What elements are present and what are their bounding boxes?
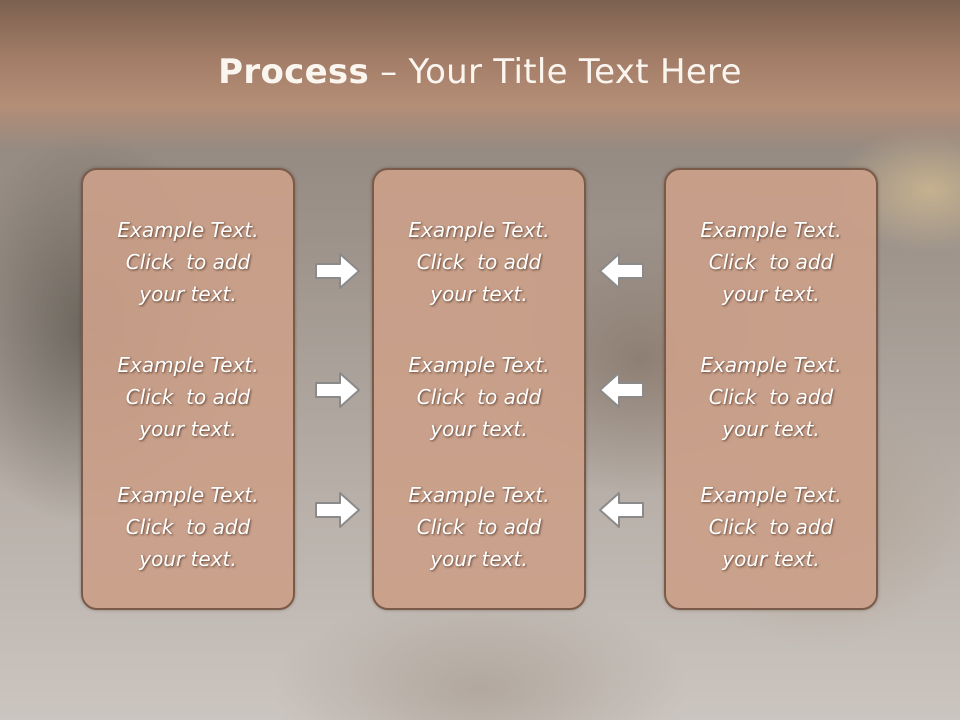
text-line: Click to add xyxy=(708,515,834,539)
text-placeholder[interactable]: Example Text. Click to add your text. xyxy=(83,214,293,310)
title-rest: – Your Title Text Here xyxy=(369,52,742,92)
text-line: Click to add xyxy=(416,515,542,539)
text-line: your text. xyxy=(430,417,528,441)
text-placeholder[interactable]: Example Text. Click to add your text. xyxy=(666,349,876,445)
text-placeholder[interactable]: Example Text. Click to add your text. xyxy=(374,479,584,575)
arrow-right-icon[interactable] xyxy=(314,370,362,410)
process-box-left[interactable]: Example Text. Click to add your text. Ex… xyxy=(81,168,295,610)
text-line: Click to add xyxy=(416,250,542,274)
text-line: Example Text. xyxy=(117,218,259,242)
arrow-right-icon[interactable] xyxy=(314,251,362,291)
text-line: Example Text. xyxy=(117,483,259,507)
text-line: Click to add xyxy=(125,515,251,539)
text-line: your text. xyxy=(430,547,528,571)
text-line: Example Text. xyxy=(700,483,842,507)
text-placeholder[interactable]: Example Text. Click to add your text. xyxy=(374,214,584,310)
text-placeholder[interactable]: Example Text. Click to add your text. xyxy=(666,214,876,310)
arrow-right-icon[interactable] xyxy=(314,490,362,530)
text-line: your text. xyxy=(722,547,820,571)
title-band xyxy=(0,0,960,150)
slide-title[interactable]: Process – Your Title Text Here xyxy=(0,52,960,92)
text-placeholder[interactable]: Example Text. Click to add your text. xyxy=(666,479,876,575)
process-box-right[interactable]: Example Text. Click to add your text. Ex… xyxy=(664,168,878,610)
arrow-left-icon[interactable] xyxy=(597,490,645,530)
text-line: Click to add xyxy=(125,385,251,409)
text-placeholder[interactable]: Example Text. Click to add your text. xyxy=(374,349,584,445)
arrow-left-icon[interactable] xyxy=(597,251,645,291)
text-placeholder[interactable]: Example Text. Click to add your text. xyxy=(83,349,293,445)
text-line: your text. xyxy=(722,417,820,441)
text-line: Click to add xyxy=(416,385,542,409)
text-line: your text. xyxy=(139,417,237,441)
text-line: Click to add xyxy=(708,385,834,409)
text-line: Click to add xyxy=(708,250,834,274)
text-line: Example Text. xyxy=(408,483,550,507)
text-line: Example Text. xyxy=(408,218,550,242)
title-strong: Process xyxy=(218,52,370,92)
text-line: your text. xyxy=(139,282,237,306)
text-line: your text. xyxy=(722,282,820,306)
text-line: Example Text. xyxy=(700,218,842,242)
arrow-left-icon[interactable] xyxy=(597,370,645,410)
text-line: Example Text. xyxy=(408,353,550,377)
text-line: Example Text. xyxy=(117,353,259,377)
text-line: Click to add xyxy=(125,250,251,274)
text-line: Example Text. xyxy=(700,353,842,377)
text-line: your text. xyxy=(430,282,528,306)
process-box-center[interactable]: Example Text. Click to add your text. Ex… xyxy=(372,168,586,610)
text-placeholder[interactable]: Example Text. Click to add your text. xyxy=(83,479,293,575)
text-line: your text. xyxy=(139,547,237,571)
